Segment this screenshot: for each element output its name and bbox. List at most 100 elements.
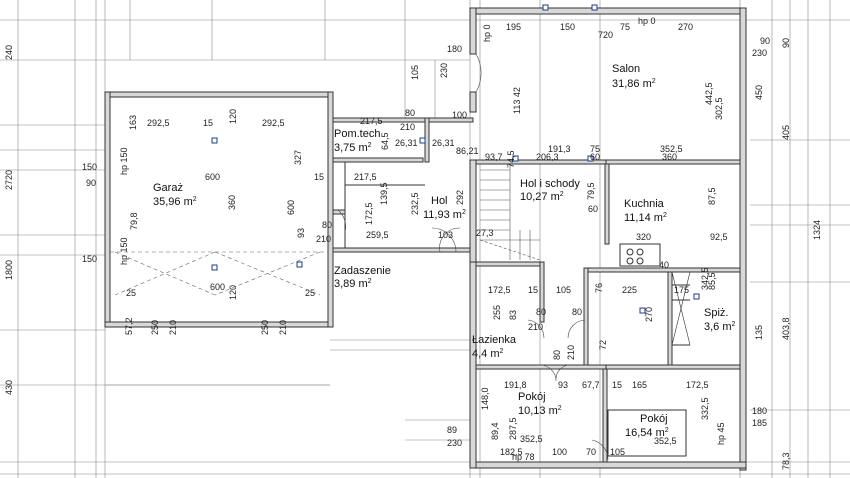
room-kuchnia-name: Kuchnia (624, 198, 665, 210)
dim: 90 (86, 178, 96, 188)
dim: 352,5 (520, 434, 543, 444)
room-zadaszenie-name: Zadaszenie (334, 265, 391, 277)
dim: 360 (227, 195, 237, 210)
dim: 210 (566, 345, 576, 360)
dim: hp 0 (482, 24, 492, 42)
dim: hp 45 (716, 422, 726, 445)
dim: 210 (400, 122, 415, 132)
dim: 327 (293, 150, 303, 165)
dim: 93 (296, 228, 306, 238)
door-swings (337, 53, 609, 461)
dim: 191,3 (548, 144, 571, 154)
dim: 270 (644, 307, 654, 322)
dim: 25 (305, 288, 315, 298)
dim: 105 (610, 447, 625, 457)
dim: 80 (552, 350, 562, 360)
dim: 230 (447, 438, 462, 448)
dim: 180 (447, 44, 462, 54)
room-spiz-area: 3,6 m2 (704, 321, 736, 333)
dim: 600 (286, 200, 296, 215)
dim: 80 (322, 220, 332, 230)
dim: 27,3 (476, 228, 494, 238)
room-salon-name: Salon (612, 63, 640, 75)
dim: 250 (150, 320, 160, 335)
room-pokoj2-area: 16,54 m2 (625, 427, 669, 439)
dim: 150 (82, 254, 97, 264)
dim: 150 (82, 162, 97, 172)
dim: 180 (752, 406, 767, 416)
dim: 120 (228, 285, 238, 300)
dim: 120 (228, 109, 238, 124)
dim: 225 (622, 285, 637, 295)
dim: 80 (572, 307, 582, 317)
room-labels: Garaż 35,96 m2 Pom.tech 3,75 m2 Hol 11,9… (153, 63, 736, 439)
room-lazienka-name: Łazienka (472, 334, 517, 346)
dim: 40 (659, 260, 669, 270)
dim: 165 (632, 380, 647, 390)
room-salon-area: 31,86 m2 (612, 78, 656, 90)
dim: 26,31 (395, 138, 418, 148)
dim: 105 (410, 65, 420, 80)
dim: 232,5 (410, 192, 420, 215)
dim: 292 (455, 190, 465, 205)
dim: 64,5 (380, 132, 390, 150)
dim: 442,5 (704, 82, 714, 105)
dim: 450 (754, 85, 764, 100)
dim: 292,5 (262, 118, 285, 128)
dim: 430 (4, 380, 14, 395)
room-pokoj2-name: Pokój (640, 413, 668, 425)
dim: 352,5 (654, 436, 677, 446)
dim: 230 (439, 63, 449, 78)
dim: 292,5 (147, 118, 170, 128)
dim: 89 (447, 425, 457, 435)
dim: 600 (205, 172, 220, 182)
dim: 217,5 (354, 172, 377, 182)
room-zadaszenie-area: 3,89 m2 (334, 278, 372, 290)
dim: 600 (210, 282, 225, 292)
dim: 210 (316, 234, 331, 244)
dim: 15 (203, 118, 213, 128)
dim: 191,8 (504, 380, 527, 390)
partitions (344, 162, 691, 457)
dim: 92,5 (710, 232, 728, 242)
staircase (479, 165, 541, 261)
dim: 85,5 (707, 272, 717, 290)
room-garaz-area: 35,96 m2 (153, 196, 197, 208)
dim: 175 (674, 285, 689, 295)
dim: 70 (586, 447, 596, 457)
dim: 2720 (4, 170, 14, 190)
dim: 206,3 (536, 152, 559, 162)
dim: 172,5 (686, 380, 709, 390)
dim: 75 (590, 144, 600, 154)
dim: 139,5 (379, 182, 389, 205)
dim: 210 (278, 320, 288, 335)
dim: 720 (598, 30, 613, 40)
walls (104, 7, 747, 471)
dim: 60 (590, 152, 600, 162)
dim: 87,5 (707, 187, 717, 205)
dim: 76 (594, 283, 604, 293)
dim: 79,8 (129, 212, 139, 230)
dim: 135 (754, 325, 764, 340)
dim: 217,5 (360, 116, 383, 126)
garage-dashed-lines (110, 251, 328, 296)
dim: 80 (405, 108, 415, 118)
dim: 240 (4, 45, 14, 60)
dim: 86,21 (456, 146, 479, 156)
dim: hp 150 (119, 237, 129, 265)
dim: 259,5 (366, 230, 389, 240)
dim: 57,2 (124, 317, 134, 335)
dim: 100 (552, 447, 567, 457)
dim: 360 (662, 152, 677, 162)
dim: 195 (506, 22, 521, 32)
dim: 93,7 (485, 152, 503, 162)
dim: 185 (752, 418, 767, 428)
dim: 230 (752, 48, 767, 58)
dim: 352,5 (660, 144, 683, 154)
room-spiz-name: Spiż. (704, 307, 728, 319)
dim: 287,5 (508, 417, 518, 440)
dim: 72 (598, 340, 608, 350)
dim: 1324 (812, 220, 822, 240)
dim: 80 (536, 307, 546, 317)
dim: 105 (556, 285, 571, 295)
